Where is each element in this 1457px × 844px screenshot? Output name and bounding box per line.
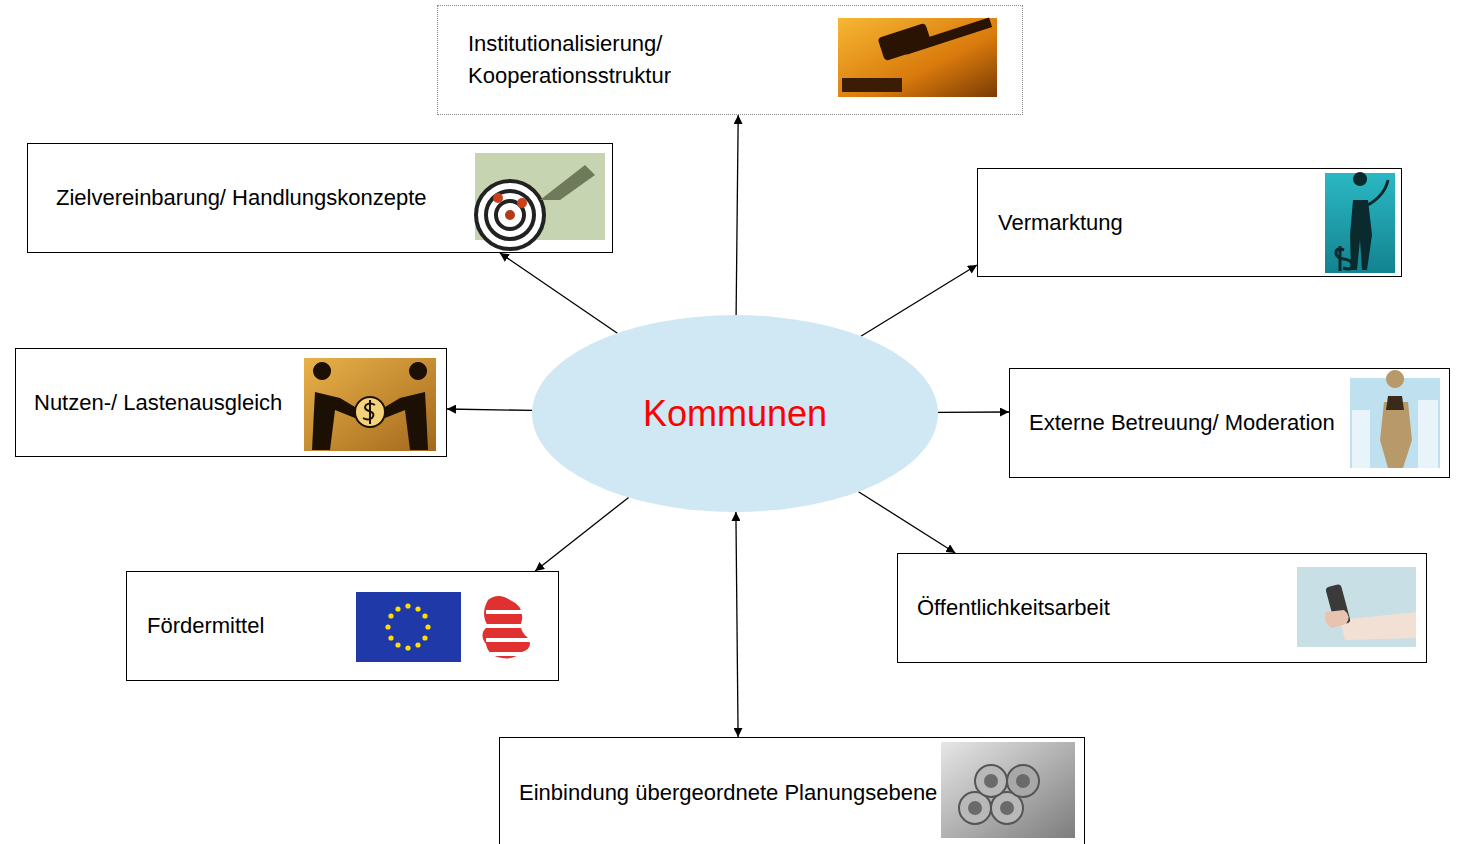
funding-box: Fördermittel [126, 571, 559, 681]
box-label: Einbindung übergeordnete Planungsebene [519, 777, 937, 809]
arrow-connector [736, 512, 738, 737]
target-icon [475, 153, 605, 249]
arrow-connector [938, 411, 1009, 413]
text-wrap: Institutionalisierung/ Kooperationsstruk… [468, 28, 828, 92]
moderation-box: Externe Betreuung/ Moderation [1009, 368, 1450, 478]
arrow-connector [736, 115, 738, 315]
box-label: Vermarktung [998, 207, 1123, 239]
box-label: Fördermittel [147, 610, 264, 642]
goal-box: Zielvereinbarung/ Handlungskonzepte [27, 143, 613, 253]
pipes-icon [941, 742, 1075, 838]
arrow-connector [447, 409, 532, 410]
hessen-lion-icon [472, 592, 542, 670]
publicity-box: Öffentlichkeitsarbeit [897, 553, 1427, 663]
gavel-icon [838, 17, 997, 97]
marketing-icon [1325, 172, 1395, 273]
eu-flag-icon [356, 592, 461, 662]
box-label: Öffentlichkeitsarbeit [917, 592, 1110, 624]
box-label: Zielvereinbarung/ Handlungskonzepte [56, 182, 427, 214]
cooperation-box: Institutionalisierung/ Kooperationsstruk… [437, 5, 1023, 115]
box-label: Institutionalisierung/ Kooperationsstruk… [468, 28, 828, 92]
box-label: Nutzen-/ Lastenausgleich [34, 387, 282, 419]
phone-hand-icon [1297, 567, 1416, 647]
arrow-connector [535, 497, 628, 571]
arrow-connector [500, 253, 618, 333]
text-wrap: Zielvereinbarung/ Handlungskonzepte [56, 182, 427, 214]
text-wrap: Einbindung übergeordnete Planungsebene [519, 777, 937, 809]
text-wrap: Nutzen-/ Lastenausgleich [34, 387, 282, 419]
marketing-box: Vermarktung [977, 168, 1402, 277]
arrow-connector [861, 265, 977, 336]
text-wrap: Öffentlichkeitsarbeit [917, 592, 1110, 624]
text-wrap: Vermarktung [998, 207, 1123, 239]
text-wrap: Fördermittel [147, 610, 264, 642]
text-wrap: Externe Betreuung/ Moderation [1029, 407, 1335, 439]
balance-icon [304, 358, 436, 451]
arrow-connector [859, 492, 956, 553]
municipality-ellipse: Kommunen [532, 315, 938, 512]
planning-box: Einbindung übergeordnete Planungsebene [499, 737, 1085, 844]
box-label: Externe Betreuung/ Moderation [1029, 407, 1335, 439]
balance-box: Nutzen-/ Lastenausgleich [15, 348, 447, 457]
text-wrap: Kommunen [643, 398, 827, 430]
center-label: Kommunen [643, 398, 827, 430]
consultant-icon [1350, 370, 1440, 468]
